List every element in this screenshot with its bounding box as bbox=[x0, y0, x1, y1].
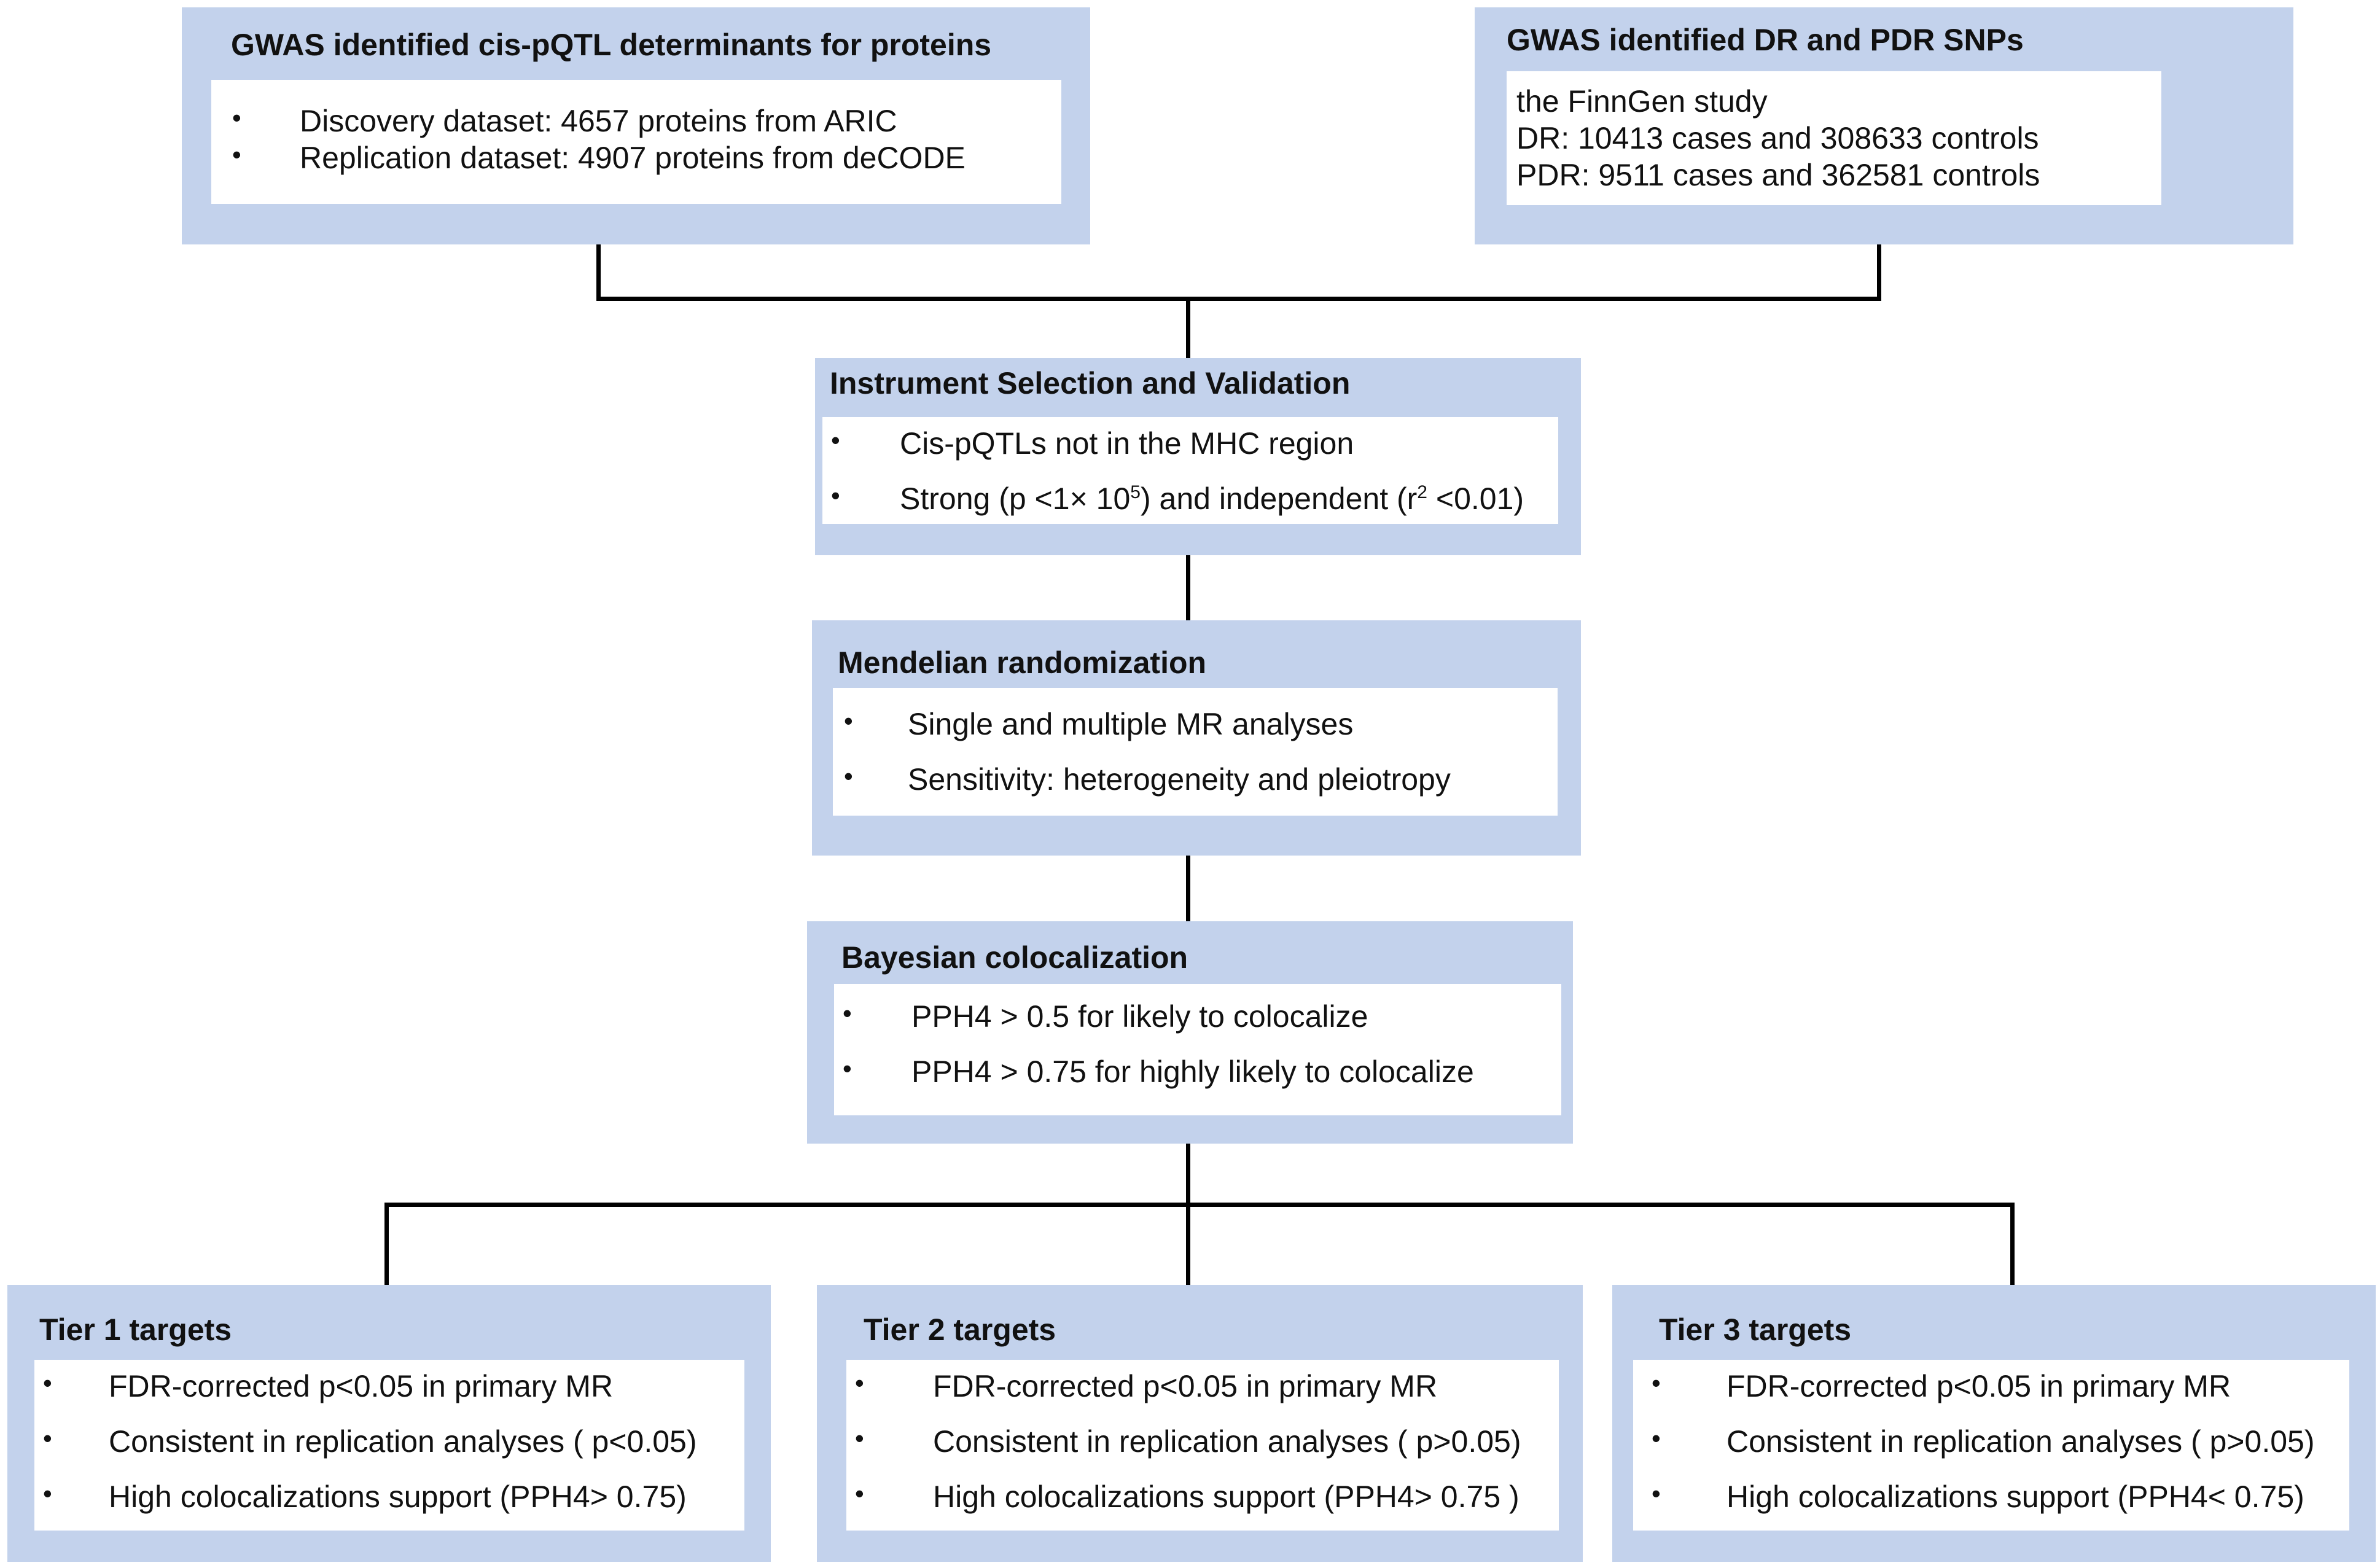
dr-pdr-panel: GWAS identified DR and PDR SNPs the Finn… bbox=[1475, 7, 2293, 244]
item-text: PPH4 > 0.5 for likely to colocalize bbox=[911, 999, 1368, 1034]
mr-panel-body: • Single and multiple MR analyses • Sens… bbox=[833, 688, 1558, 816]
item-text: Consistent in replication analyses ( p>0… bbox=[1726, 1424, 2315, 1459]
criteria-part1: Strong (p <1× 10 bbox=[900, 482, 1131, 516]
instrument-panel-body: • Cis-pQTLs not in the MHC region • Stro… bbox=[822, 417, 1558, 524]
connector-instrument-to-mr bbox=[1186, 555, 1190, 620]
tier1-panel-body: • FDR-corrected p<0.05 in primary MR • C… bbox=[34, 1360, 744, 1531]
coloc-panel-title: Bayesian colocalization bbox=[841, 940, 1188, 975]
instrument-panel-title: Instrument Selection and Validation bbox=[830, 366, 1351, 400]
tier3-panel: Tier 3 targets • FDR-corrected p<0.05 in… bbox=[1612, 1285, 2376, 1562]
pqtl-panel-title: GWAS identified cis-pQTL determinants fo… bbox=[231, 28, 992, 62]
item-text: Consistent in replication analyses ( p>0… bbox=[933, 1424, 1521, 1459]
item-text: FDR-corrected p<0.05 in primary MR bbox=[109, 1369, 614, 1403]
pqtl-panel-body: • Discovery dataset: 4657 proteins from … bbox=[211, 80, 1061, 204]
bullet: • bbox=[843, 999, 852, 1028]
study-name: the FinnGen study bbox=[1516, 84, 1768, 119]
bullet: • bbox=[43, 1368, 52, 1397]
bullet: • bbox=[855, 1368, 864, 1397]
tier2-panel-body: • FDR-corrected p<0.05 in primary MR • C… bbox=[846, 1360, 1559, 1531]
bullet: • bbox=[843, 1054, 852, 1083]
connector-top-right-drop bbox=[1877, 244, 1881, 300]
coloc-panel-body: • PPH4 > 0.5 for likely to colocalize • … bbox=[834, 984, 1561, 1115]
bullet: • bbox=[831, 481, 840, 510]
item-text: Sensitivity: heterogeneity and pleiotrop… bbox=[908, 762, 1451, 797]
criteria-part3: <0.01) bbox=[1427, 482, 1524, 516]
item-text: FDR-corrected p<0.05 in primary MR bbox=[933, 1369, 1438, 1403]
item-text: Cis-pQTLs not in the MHC region bbox=[900, 426, 1354, 461]
dr-pdr-panel-body: the FinnGen study DR: 10413 cases and 30… bbox=[1507, 71, 2161, 205]
bullet: • bbox=[855, 1424, 864, 1453]
item-text: FDR-corrected p<0.05 in primary MR bbox=[1726, 1369, 2231, 1403]
bullet: • bbox=[43, 1424, 52, 1453]
connector-coloc-down bbox=[1186, 1144, 1190, 1285]
item-text: High colocalizations support (PPH4< 0.75… bbox=[1726, 1480, 2304, 1514]
tier3-panel-title: Tier 3 targets bbox=[1659, 1313, 1852, 1347]
tier1-panel-title: Tier 1 targets bbox=[39, 1313, 232, 1347]
pdr-counts: PDR: 9511 cases and 362581 controls bbox=[1516, 158, 2040, 192]
bullet: • bbox=[855, 1479, 864, 1508]
pqtl-panel: GWAS identified cis-pQTL determinants fo… bbox=[182, 7, 1090, 244]
bullet: • bbox=[844, 762, 853, 790]
bullet: • bbox=[844, 706, 853, 735]
connector-bottom-horizontal bbox=[384, 1203, 2015, 1207]
connector-top-left-drop bbox=[596, 244, 601, 300]
bullet: • bbox=[1652, 1368, 1661, 1397]
item-text: Consistent in replication analyses ( p<0… bbox=[109, 1424, 697, 1459]
coloc-panel: Bayesian colocalization • PPH4 > 0.5 for… bbox=[807, 921, 1573, 1144]
bullet: • bbox=[232, 140, 241, 169]
item-text: PPH4 > 0.75 for highly likely to colocal… bbox=[911, 1055, 1474, 1089]
instrument-panel: Instrument Selection and Validation • Ci… bbox=[815, 358, 1581, 555]
tier3-panel-body: • FDR-corrected p<0.05 in primary MR • C… bbox=[1633, 1360, 2349, 1531]
bullet: • bbox=[1652, 1424, 1661, 1453]
dr-pdr-panel-title: GWAS identified DR and PDR SNPs bbox=[1507, 23, 2024, 57]
tier2-panel: Tier 2 targets • FDR-corrected p<0.05 in… bbox=[817, 1285, 1583, 1562]
item-text: High colocalizations support (PPH4> 0.75… bbox=[933, 1480, 1520, 1514]
tier2-panel-title: Tier 2 targets bbox=[864, 1313, 1056, 1347]
connector-to-tier3 bbox=[2010, 1203, 2015, 1285]
item-text: High colocalizations support (PPH4> 0.75… bbox=[109, 1480, 687, 1514]
criteria-part2: ) and independent (r bbox=[1140, 482, 1418, 516]
bullet: • bbox=[43, 1479, 52, 1508]
connector-top-horizontal bbox=[596, 297, 1881, 301]
dr-counts: DR: 10413 cases and 308633 controls bbox=[1516, 121, 2039, 155]
tier1-panel: Tier 1 targets • FDR-corrected p<0.05 in… bbox=[7, 1285, 771, 1562]
mr-panel: Mendelian randomization • Single and mul… bbox=[812, 620, 1581, 856]
mr-panel-title: Mendelian randomization bbox=[838, 646, 1207, 680]
exponent: 5 bbox=[1130, 482, 1141, 502]
bullet: • bbox=[1652, 1479, 1661, 1508]
item-text: Discovery dataset: 4657 proteins from AR… bbox=[300, 104, 897, 138]
bullet: • bbox=[831, 426, 840, 454]
connector-to-instrument bbox=[1186, 297, 1190, 358]
connector-to-tier1 bbox=[384, 1203, 389, 1285]
item-text: Replication dataset: 4907 proteins from … bbox=[300, 141, 966, 175]
connector-mr-to-coloc bbox=[1186, 856, 1190, 921]
item-text: Single and multiple MR analyses bbox=[908, 707, 1354, 741]
item-text: Strong (p <1× 105) and independent (r2 <… bbox=[900, 481, 1524, 517]
r-squared-exponent: 2 bbox=[1417, 482, 1427, 502]
bullet: • bbox=[232, 103, 241, 132]
